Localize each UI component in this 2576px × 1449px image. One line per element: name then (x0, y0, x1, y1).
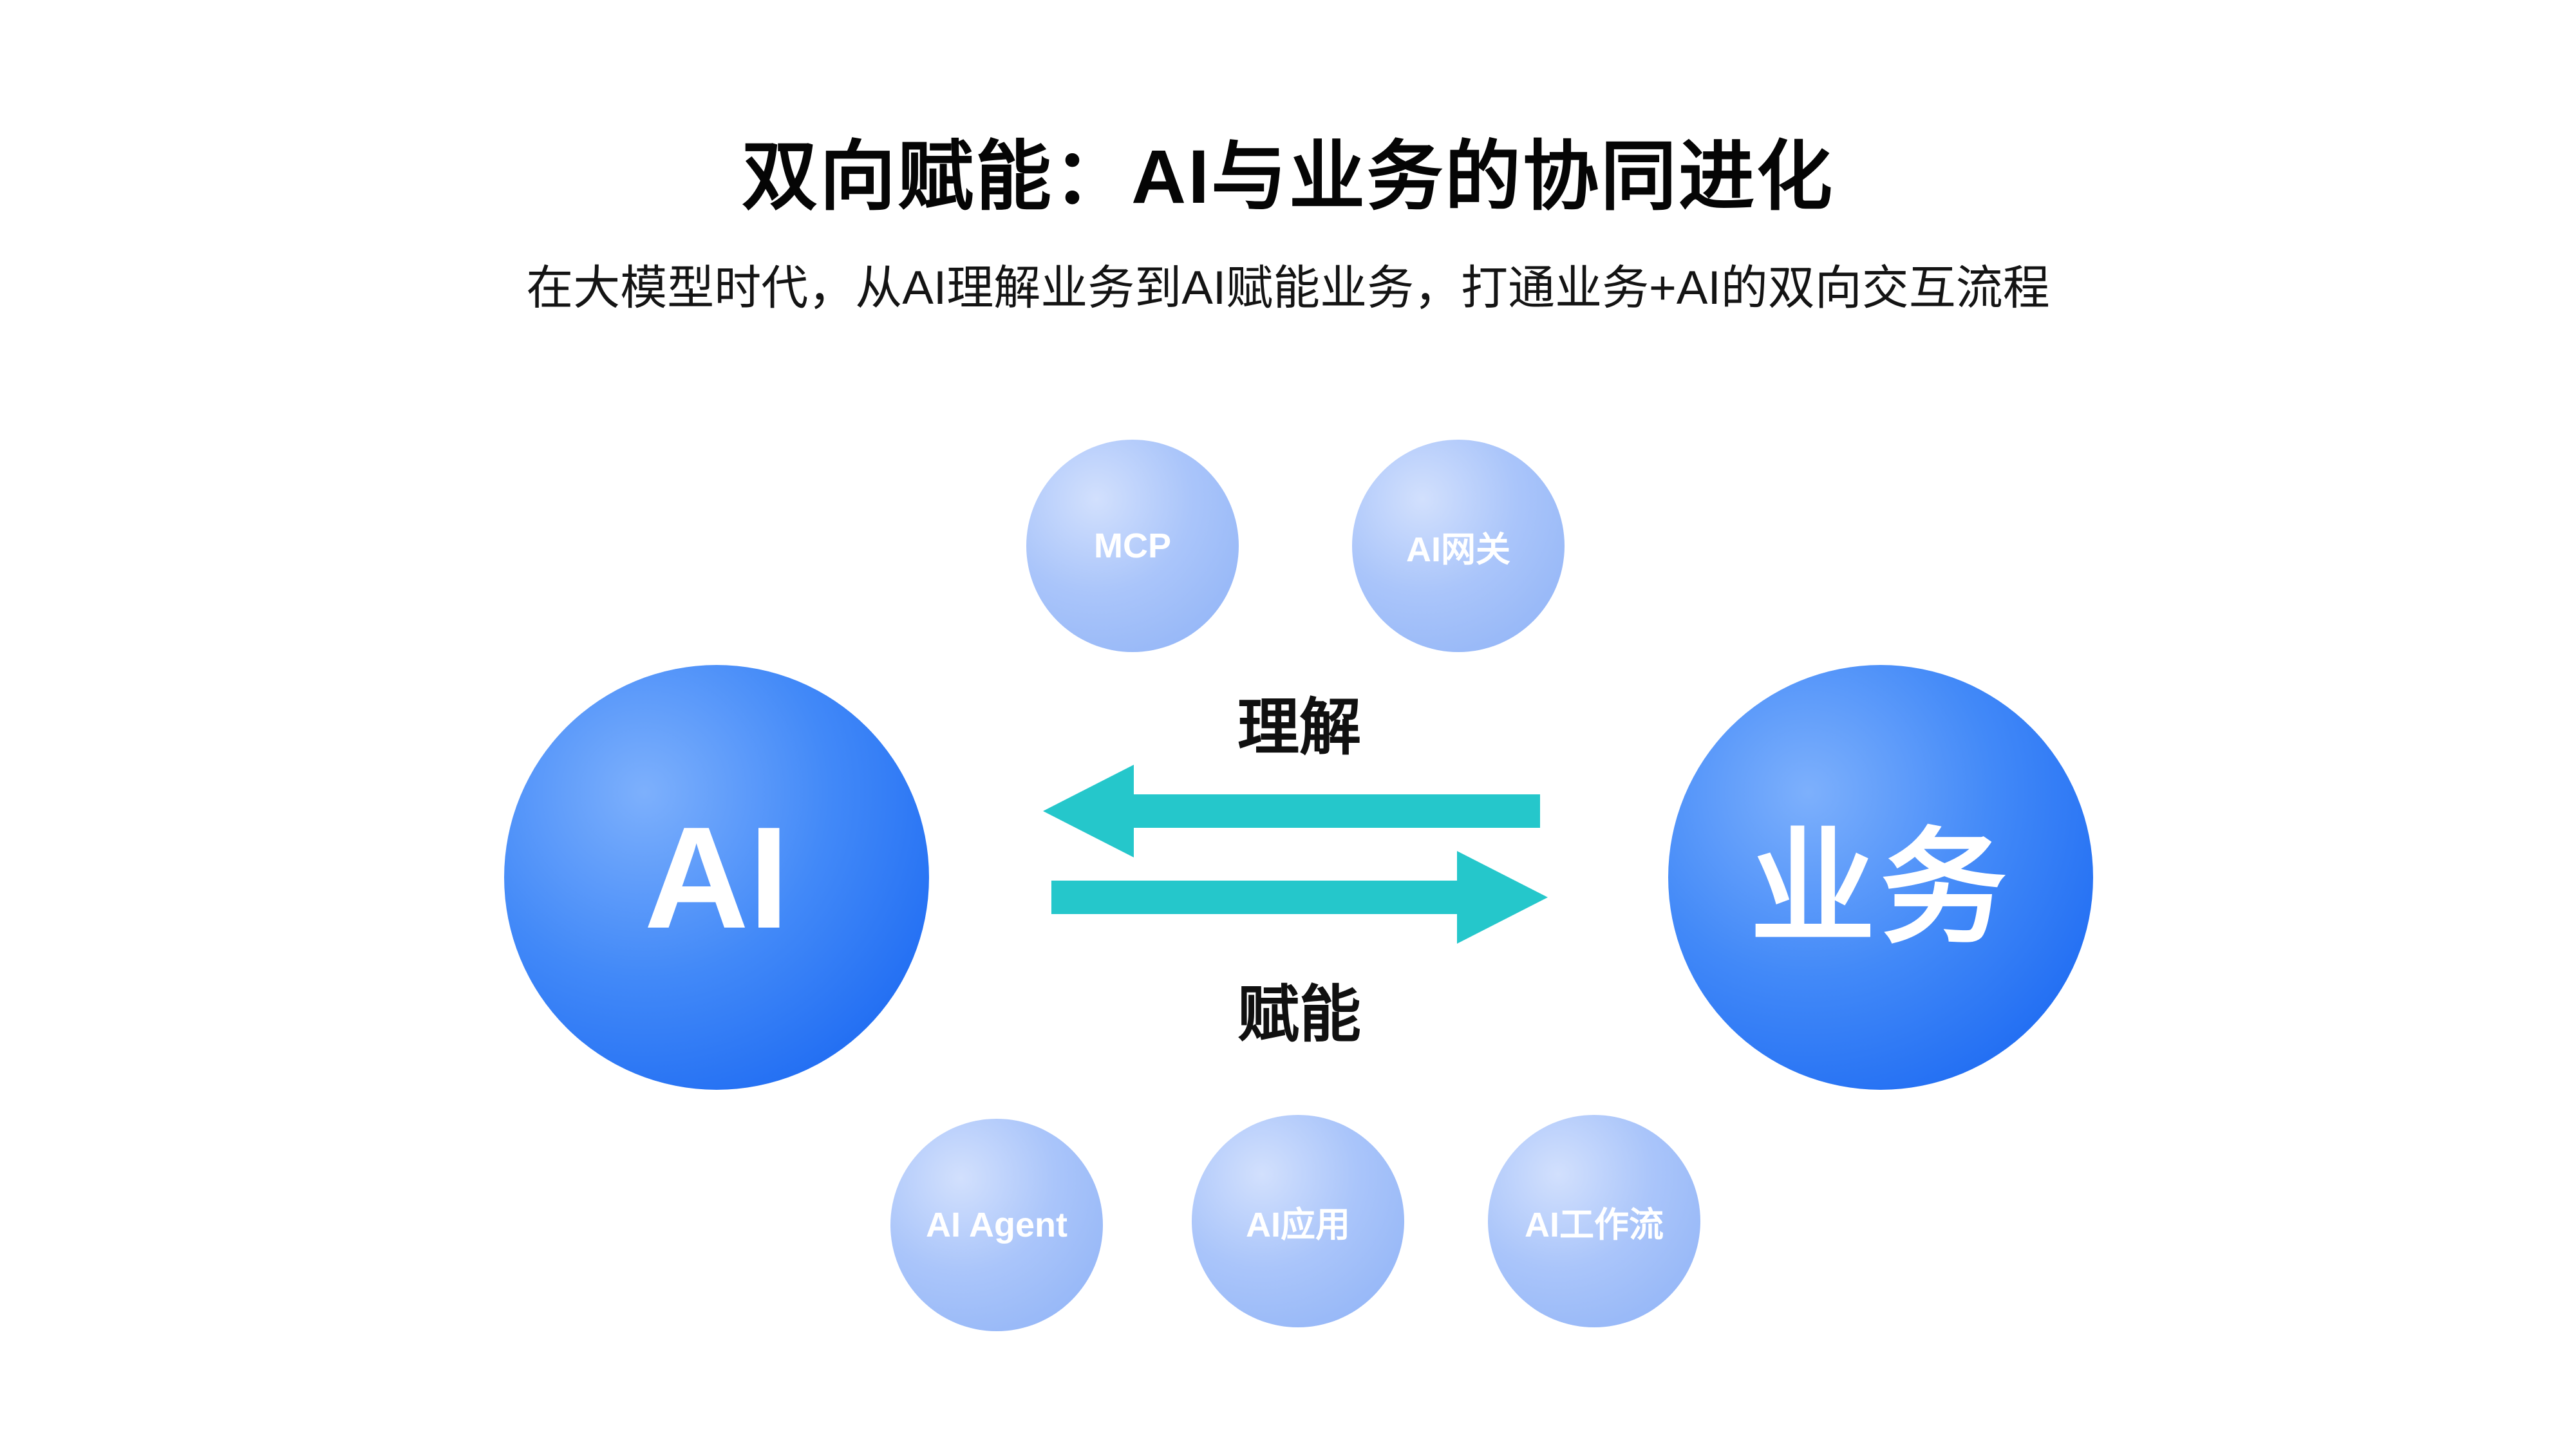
node-ai-agent: AI Agent (890, 1119, 1103, 1331)
bidirectional-arrows (1043, 765, 1548, 944)
node-ai-gateway: AI网关 (1352, 440, 1565, 652)
arrow-label-empower: 赋能 (1237, 980, 1361, 1049)
node-ai-workflow-label: AI工作流 (1525, 1205, 1664, 1244)
node-ai-workflow: AI工作流 (1488, 1115, 1700, 1327)
node-ai-gateway-label: AI网关 (1406, 530, 1510, 569)
node-business-label: 业务 (1750, 818, 2011, 958)
arrow-right-icon (1051, 851, 1548, 944)
node-ai-agent-label: AI Agent (926, 1206, 1067, 1244)
node-business: 业务 (1668, 665, 2093, 1090)
page-subtitle: 在大模型时代，从AI理解业务到AI赋能业务，打通业务+AI的双向交互流程 (526, 262, 2050, 314)
node-mcp: MCP (1026, 440, 1239, 652)
page-title: 双向赋能：AI与业务的协同进化 (741, 135, 1834, 220)
node-ai-application: AI应用 (1192, 1115, 1404, 1327)
node-ai-application-label: AI应用 (1246, 1205, 1350, 1244)
arrow-left-icon (1043, 765, 1540, 857)
arrow-label-understand: 理解 (1237, 693, 1361, 762)
node-mcp-label: MCP (1094, 527, 1171, 565)
node-ai-label: AI (644, 796, 789, 958)
node-ai: AI (504, 665, 929, 1090)
